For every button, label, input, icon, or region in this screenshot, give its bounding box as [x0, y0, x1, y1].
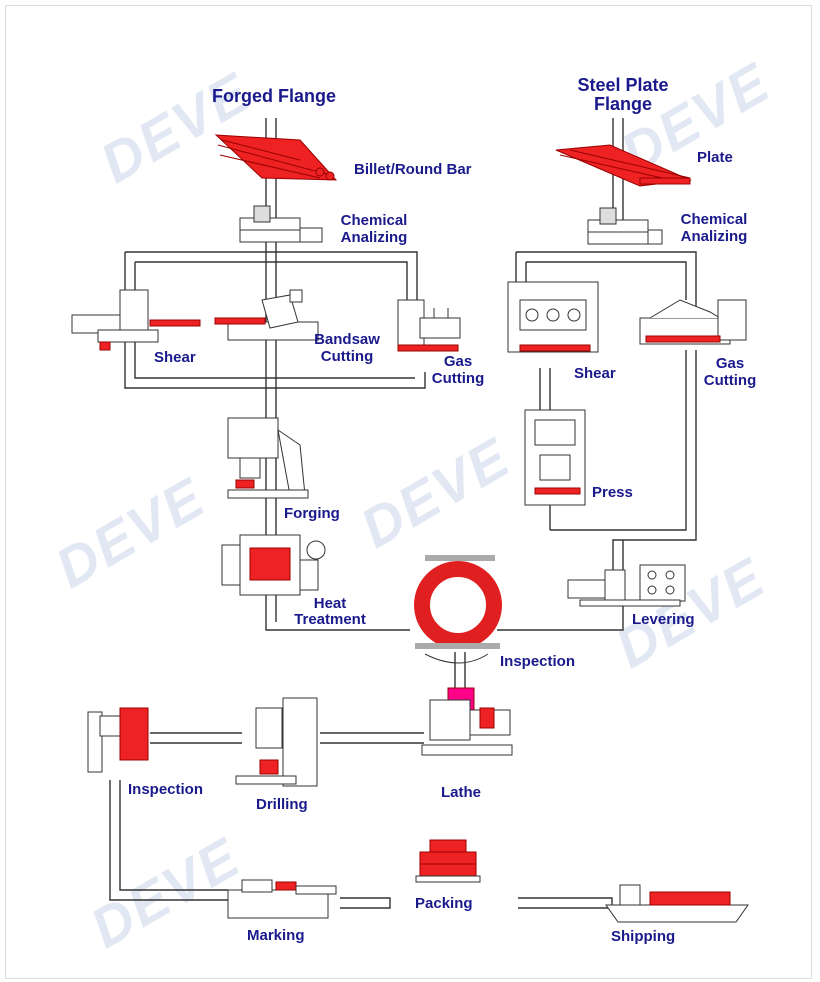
label-bandsaw-cutting: Cutting: [320, 348, 374, 365]
label-plate: Plate: [697, 149, 733, 166]
label-packing: Packing: [415, 895, 473, 912]
label-levering: Levering: [632, 611, 695, 628]
label-bandsaw: Bandsaw: [314, 331, 380, 348]
label-gas-left: Gas: [443, 353, 473, 370]
label-shipping: Shipping: [611, 928, 676, 945]
label-inspection-left: Inspection: [128, 781, 204, 798]
label-analizing-right: Analizing: [680, 228, 748, 245]
bandsaw-icon: [214, 289, 319, 341]
label-press: Press: [592, 484, 633, 501]
flange-ring-icon: [414, 555, 502, 664]
gas-cutting-icon: [639, 299, 747, 345]
shear-machine-icon: [71, 289, 201, 351]
label-chemical-right: Chemical: [680, 211, 748, 228]
label-forging: Forging: [284, 505, 340, 522]
label-lathe: Lathe: [441, 784, 482, 801]
drilling-machine-icon: [235, 697, 318, 787]
lathe-icon: [421, 687, 513, 756]
label-billet: Billet/Round Bar: [354, 161, 472, 178]
label-inspection-center: Inspection: [500, 653, 576, 670]
label-shear-left: Shear: [154, 349, 196, 366]
chemical-analyzer-icon: [587, 207, 663, 245]
plate-icon: [555, 144, 692, 187]
diagram-frame: [5, 5, 812, 979]
flow-lines: [109, 118, 697, 909]
marking-machine-icon: [227, 879, 337, 919]
billet-icon: [214, 134, 338, 181]
label-drilling: Drilling: [256, 796, 308, 813]
label-gas-right: Gas: [715, 355, 745, 372]
title-steel-plate-flange-line1: Steel Plate: [577, 75, 669, 95]
label-marking: Marking: [247, 927, 305, 944]
title-forged-flange: Forged Flange: [212, 86, 337, 106]
label-analizing-left: Analizing: [340, 229, 408, 246]
chemical-analyzer-icon: [239, 205, 323, 243]
label-gas-left-cutting: Cutting: [431, 370, 485, 387]
label-heat-treatment: Treatment: [294, 611, 366, 628]
packing-crates-icon: [415, 839, 481, 883]
label-chemical-left: Chemical: [340, 212, 408, 229]
leveling-machine-icon: [567, 564, 686, 607]
label-shear-right: Shear: [574, 365, 616, 382]
inspection-gauge-icon: [87, 707, 149, 773]
title-steel-plate-flange-line2: Flange: [593, 94, 652, 114]
press-icon: [524, 409, 586, 506]
label-gas-right-cutting: Cutting: [703, 372, 757, 389]
cargo-ship-icon: [605, 884, 749, 923]
heat-treatment-furnace-icon: [221, 534, 326, 596]
gas-cutting-icon: [397, 299, 461, 352]
shear-machine-icon: [507, 281, 599, 353]
label-heat: Heat: [313, 595, 347, 612]
forging-hammer-icon: [227, 417, 309, 499]
